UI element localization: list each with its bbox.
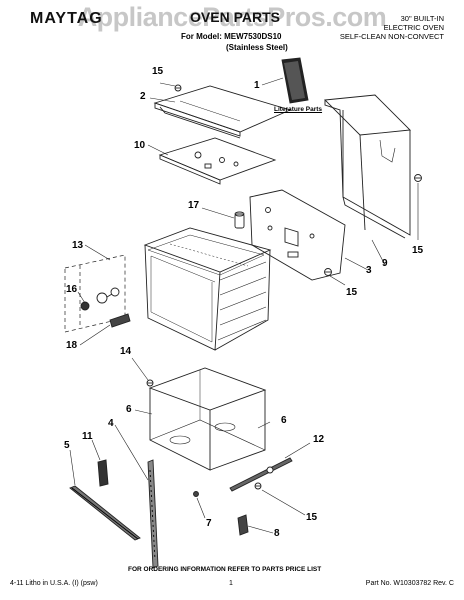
brand-logo: MAYTAG [30,10,103,27]
part-number-label: 13 [72,240,84,251]
finish-label: (Stainless Steel) [226,43,288,52]
bottom-trim [69,485,141,541]
part-number-rev: Part No. W10303782 Rev. C [365,580,454,587]
literature-booklet [281,57,309,104]
leader-lines [69,77,419,534]
part-number-label: 16 [66,284,78,295]
ordering-note: FOR ORDERING INFORMATION REFER TO PARTS … [128,566,322,573]
part-number-label: 3 [366,265,372,276]
part-number-label: 12 [313,434,325,445]
vertical-strip [147,459,159,569]
part-number-label: 6 [281,415,287,426]
part-number-label: 17 [188,200,200,211]
rear-panel [249,189,346,281]
part-number-label: 15 [412,245,424,256]
part-number-label: 6 [126,404,132,415]
screw-parts [146,84,422,490]
control-bracket-group [64,254,126,333]
small-bracket [97,459,109,487]
model-line: For Model: MEW7530DS10 [181,32,282,41]
part-number-label: 11 [82,431,93,442]
knob-parts [80,287,120,311]
rod-part [229,457,293,492]
part-number-label: 7 [206,518,212,529]
literature-parts-label: Literature Parts [274,106,323,113]
oven-type-line-2: ELECTRIC OVEN [383,23,444,32]
part-number-label: 15 [152,66,164,77]
oven-type-line-1: 30" BUILT-IN [400,14,444,23]
watermark: AppliancePartsPros.com [77,2,387,32]
part-number-label: 15 [346,287,358,298]
oven-cavity [143,227,272,351]
pin-part [193,491,199,497]
part-number-label: 1 [254,80,260,91]
lower-chassis [148,367,267,471]
switch-part [109,313,131,328]
oven-type-block: 30" BUILT-IN ELECTRIC OVEN SELF-CLEAN NO… [340,14,444,41]
latch-part [237,514,249,536]
part-number-label: 9 [382,258,388,269]
part-number-label: 15 [306,512,318,523]
part-number-label: 8 [274,528,280,539]
page-number: 1 [229,580,233,587]
part-number-label: 18 [66,340,78,351]
part-number-label: 2 [140,91,146,102]
page-title: OVEN PARTS [190,9,280,25]
part-number-label: 4 [108,418,114,429]
top-panel [153,85,292,139]
part-number-label: 5 [64,440,70,451]
sensor-part [234,211,245,229]
outer-wrapper [324,94,411,239]
litho-info: 4-11 Litho in U.S.A. (I) (psw) [10,580,98,587]
part-number-label: 14 [120,346,132,357]
oven-type-line-3: SELF-CLEAN NON-CONVECT [339,32,444,41]
mounting-plate [158,137,277,185]
part-number-label: 10 [134,140,146,151]
